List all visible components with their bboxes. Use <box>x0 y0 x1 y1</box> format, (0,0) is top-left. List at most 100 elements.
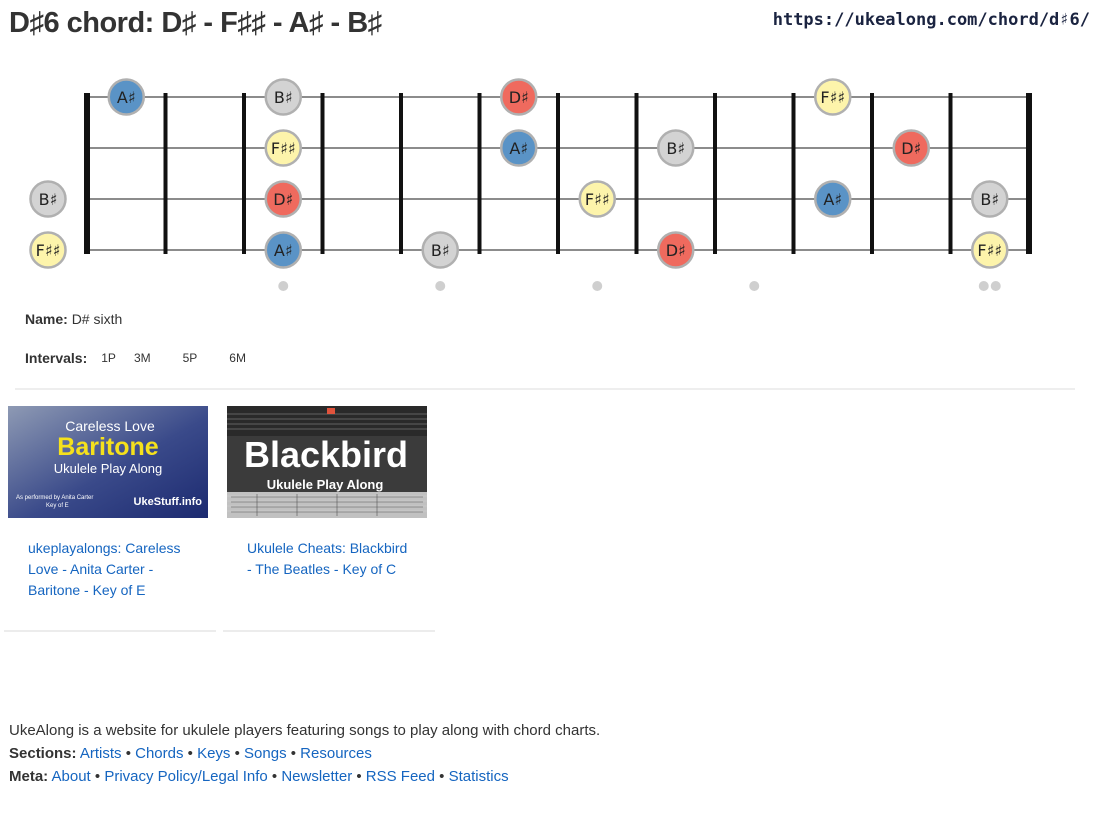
note-label: D♯ <box>509 88 529 107</box>
note-circle <box>814 78 852 116</box>
chord-name-label: Name: <box>25 311 68 327</box>
note-label: A♯ <box>509 139 528 158</box>
fretboard-diagram: A♯ B♯ D♯ F♯♯ F♯♯ A♯ B♯ D♯ B♯ D♯ F♯♯ A♯ B♯ F♯♯ A♯ B♯ D♯ F♯… <box>29 78 1032 291</box>
note-label: D♯ <box>901 139 921 158</box>
intervals-label: Intervals: <box>25 350 88 366</box>
note-label: F♯♯ <box>36 241 61 260</box>
thumb-brand: UkeStuff.info <box>134 496 203 508</box>
note-circle <box>578 180 616 218</box>
thumb-text: Baritone <box>57 433 159 461</box>
footer-meta: Meta: About • Privacy Policy/Legal Info … <box>9 768 509 785</box>
note-circle <box>971 231 1009 269</box>
note-circle <box>264 78 302 116</box>
fret-marker-dot <box>435 281 446 291</box>
thumb-text: Key of E <box>46 503 69 509</box>
fret-marker-dot <box>990 281 1001 291</box>
note-circle <box>892 129 930 167</box>
note-label: A♯ <box>274 241 293 260</box>
footer-link-keys[interactable]: Keys <box>197 745 231 762</box>
chord-note: A♯ <box>107 78 145 116</box>
note-label: A♯ <box>823 190 842 209</box>
note-label: F♯♯ <box>977 241 1002 260</box>
footer-link-resources[interactable]: Resources <box>300 745 372 762</box>
note-circle <box>500 129 538 167</box>
fret-marker-dot <box>278 281 289 291</box>
note-circle <box>107 78 145 116</box>
chord-note: D♯ <box>264 180 302 218</box>
chord-note: B♯ <box>657 129 695 167</box>
chord-note: F♯♯ <box>814 78 852 116</box>
note-label: F♯♯ <box>585 190 610 209</box>
note-circle <box>264 231 302 269</box>
thumb-text: Careless Love <box>65 418 155 434</box>
note-label: F♯♯ <box>820 88 845 107</box>
chord-note: B♯ <box>29 180 67 218</box>
footer-link-newsletter[interactable]: Newsletter <box>281 768 353 785</box>
chord-note: F♯♯ <box>264 129 302 167</box>
thumb-text: As performed by Anita Carter <box>16 495 93 501</box>
note-label: B♯ <box>431 241 450 260</box>
page-title: D♯6 chord: D♯ - F♯♯ - A♯ - B♯ <box>9 7 382 39</box>
note-circle <box>814 180 852 218</box>
interval-item: 3M <box>133 351 151 365</box>
card-shadow <box>4 630 216 632</box>
section-divider <box>15 388 1075 390</box>
interval-item: 6M <box>229 351 246 365</box>
chord-note: D♯ <box>500 78 538 116</box>
video-link[interactable]: ukeplayalongs: Careless Love - Anita Car… <box>28 540 181 598</box>
footer-link-chords[interactable]: Chords <box>135 745 184 762</box>
note-label: B♯ <box>666 139 685 158</box>
thumb-text: Ukulele Play Along <box>54 461 162 476</box>
sections-label: Sections: <box>9 745 77 762</box>
note-circle <box>421 231 459 269</box>
chord-note: B♯ <box>264 78 302 116</box>
note-label: B♯ <box>980 190 999 209</box>
video-card: Careless Love Baritone Ukulele Play Alon… <box>4 406 216 632</box>
chord-name: Name: D# sixth <box>25 311 122 327</box>
meta-label: Meta: <box>9 768 49 785</box>
thumb-text: Ukulele Play Along <box>267 477 384 492</box>
fret-markers <box>278 281 1001 291</box>
site-description: UkeAlong is a website for ukulele player… <box>9 722 601 739</box>
card-shadow <box>223 630 435 632</box>
chord-note: D♯ <box>892 129 930 167</box>
chord-note: B♯ <box>971 180 1009 218</box>
thumb-text: Blackbird <box>244 434 408 475</box>
video-link[interactable]: Ukulele Cheats: Blackbird - The Beatles … <box>247 540 408 577</box>
fret-marker-dot <box>592 281 603 291</box>
note-label: F♯♯ <box>271 139 296 158</box>
chord-note: D♯ <box>657 231 695 269</box>
chord-notes: A♯ B♯ D♯ F♯♯ F♯♯ A♯ B♯ D♯ B♯ D♯ F♯♯ A♯ B♯ F♯♯ A♯ B♯ D♯ F♯… <box>29 78 1009 269</box>
chord-note: A♯ <box>814 180 852 218</box>
chord-name-value: D# sixth <box>71 311 123 327</box>
chord-note: F♯♯ <box>29 231 67 269</box>
note-circle <box>971 180 1009 218</box>
footer-link-artists[interactable]: Artists <box>79 745 122 762</box>
note-circle <box>29 180 67 218</box>
footer-link-privacy[interactable]: Privacy Policy/Legal Info <box>104 768 268 785</box>
footer-link-statistics[interactable]: Statistics <box>448 768 509 785</box>
chord-note: A♯ <box>500 129 538 167</box>
interval-item: 1P <box>101 351 116 365</box>
footer-link-songs[interactable]: Songs <box>244 745 287 762</box>
note-label: A♯ <box>117 88 136 107</box>
video-thumbnail[interactable]: Careless Love Baritone Ukulele Play Alon… <box>8 406 208 518</box>
note-circle <box>264 180 302 218</box>
chord-note: F♯♯ <box>578 180 616 218</box>
note-circle <box>29 231 67 269</box>
footer-link-about[interactable]: About <box>51 768 91 785</box>
footer-link-rss[interactable]: RSS Feed <box>365 768 435 785</box>
note-circle <box>264 129 302 167</box>
note-circle <box>657 129 695 167</box>
note-label: B♯ <box>274 88 293 107</box>
note-circle <box>500 78 538 116</box>
fretboard-lines <box>84 93 1032 254</box>
note-label: D♯ <box>273 190 293 209</box>
note-circle <box>657 231 695 269</box>
interval-item: 5P <box>182 351 198 365</box>
footer-sections: Sections: Artists • Chords • Keys • Song… <box>9 745 372 762</box>
page-url: https://ukealong.com/chord/d♯6/ <box>772 10 1090 30</box>
video-thumbnail[interactable]: Blackbird Ukulele Play Along <box>227 406 427 518</box>
note-label: B♯ <box>39 190 58 209</box>
chord-note: F♯♯ <box>971 231 1009 269</box>
